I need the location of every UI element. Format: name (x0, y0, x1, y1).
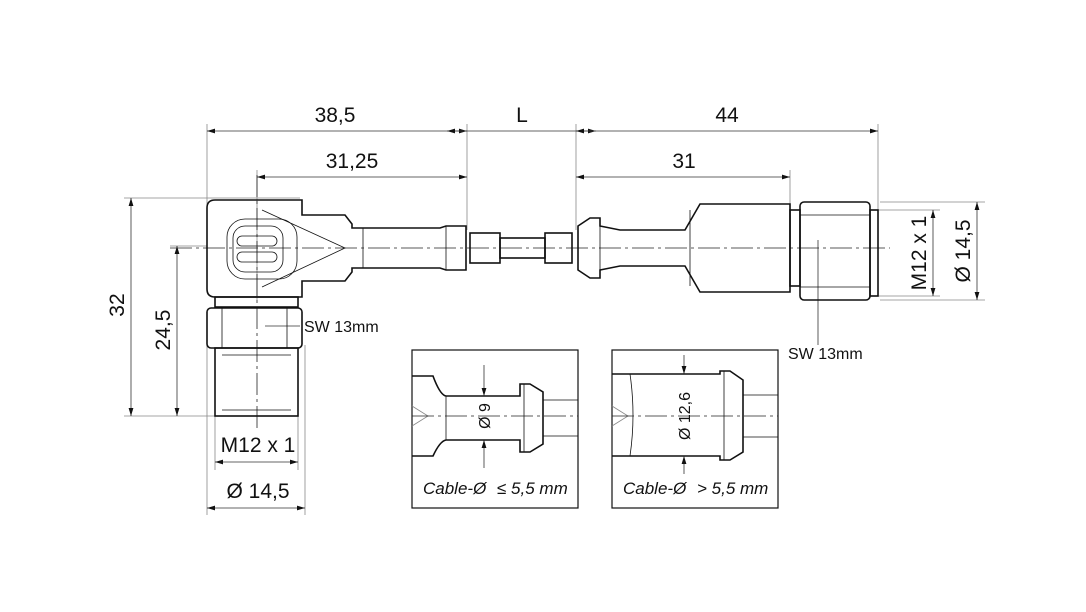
right-straight-connector (577, 201, 879, 301)
inset-2-cable-label: Cable-Ø (623, 479, 688, 498)
dim-31: 31 (672, 150, 695, 173)
dim-44: 44 (715, 104, 739, 127)
dim-right-thread: M12 x 1 (908, 216, 931, 291)
inset-1-diameter: Ø 9 (477, 403, 494, 429)
inset-small-cable: Ø 9 Cable-Ø ≤ 5,5 mm (411, 349, 579, 509)
dim-32: 32 (106, 293, 129, 316)
inset-1-cable-condition: ≤ 5,5 mm (497, 479, 568, 498)
dim-left-thread: M12 x 1 (221, 434, 296, 457)
inset-2-cable-condition: > 5,5 mm (697, 479, 768, 498)
cable (469, 232, 573, 264)
right-wrench-size: SW 13mm (788, 346, 863, 363)
dim-31-25: 31,25 (326, 150, 379, 173)
dim-left-diameter: Ø 14,5 (226, 480, 289, 503)
dim-24-5: 24,5 (152, 310, 175, 351)
center-lines (170, 175, 890, 430)
inset-large-cable: Ø 12,6 Cable-Ø > 5,5 mm (611, 349, 779, 509)
dim-38-5: 38,5 (315, 104, 356, 127)
dim-right-diameter: Ø 14,5 (952, 219, 975, 282)
left-wrench-size: SW 13mm (304, 319, 379, 336)
dim-cable-length: L (516, 104, 528, 127)
inset-2-diameter: Ø 12,6 (677, 392, 694, 440)
left-angled-connector (206, 199, 467, 417)
dimension-lines (128, 128, 980, 511)
inset-1-cable-label: Cable-Ø (423, 479, 488, 498)
